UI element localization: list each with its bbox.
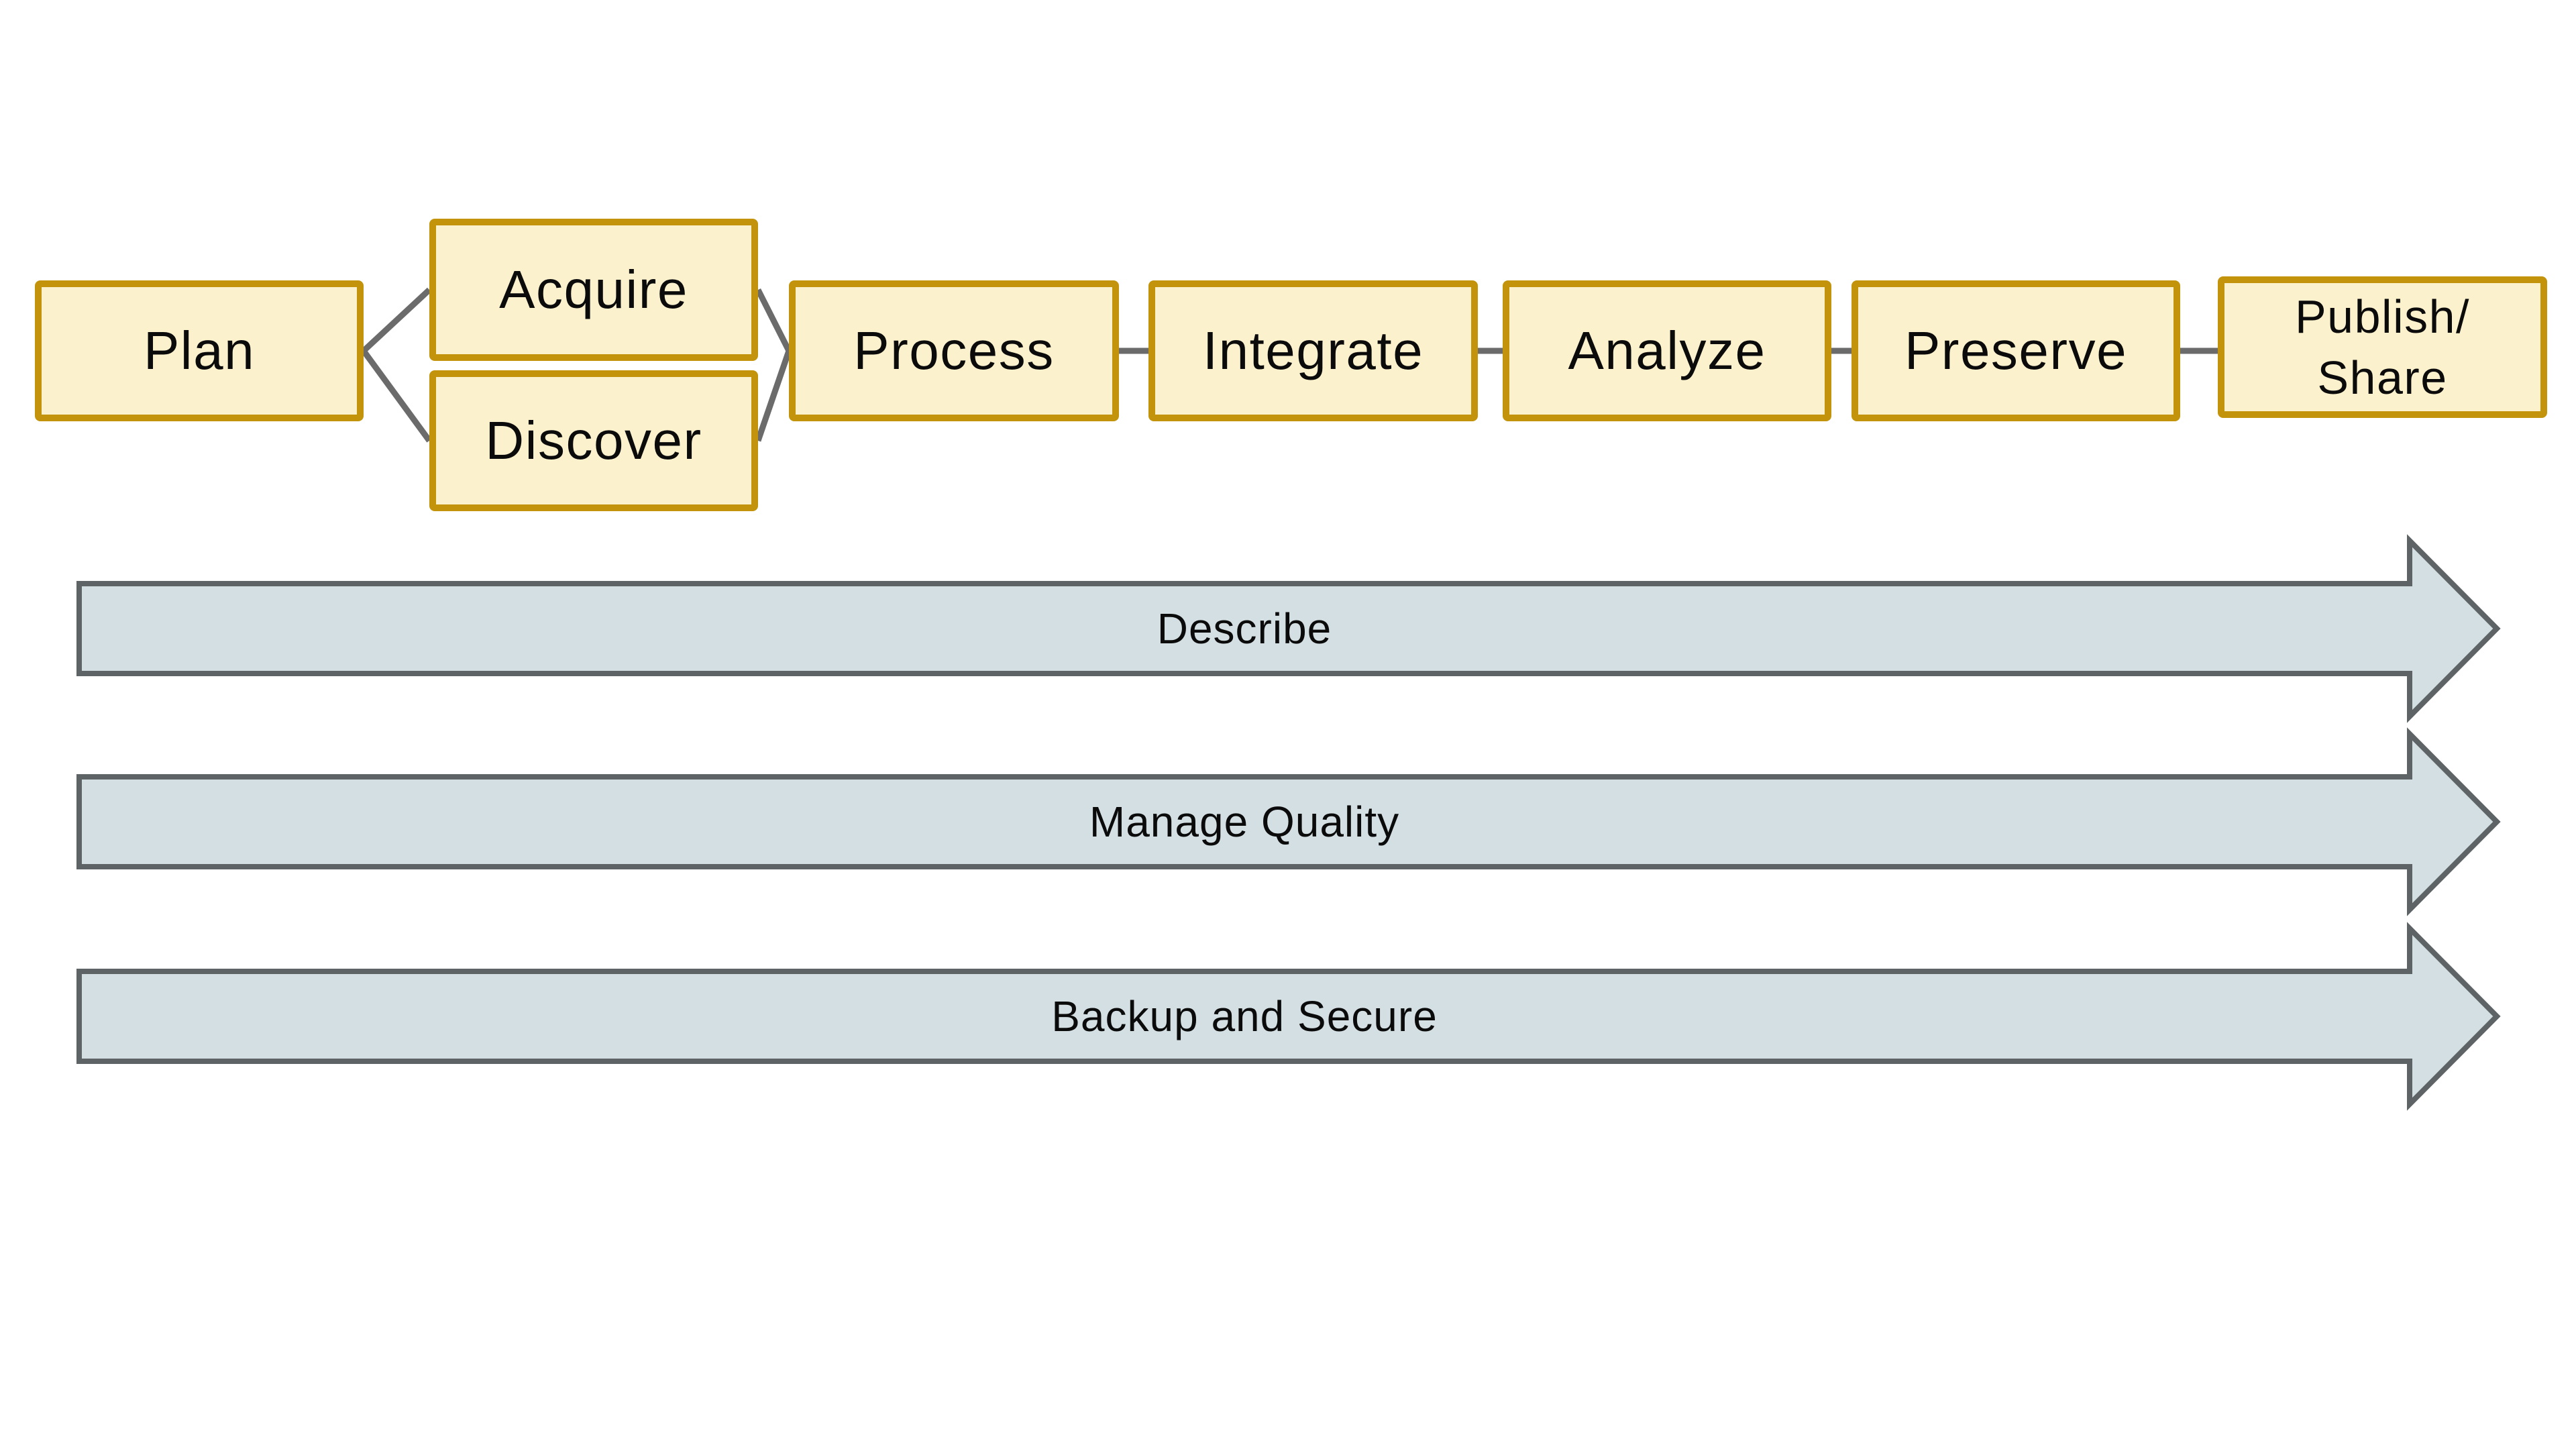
stage-box-preserve: Preserve xyxy=(1851,280,2180,421)
stage-box-analyze: Analyze xyxy=(1503,280,1831,421)
stage-box-publish-share: Publish/ Share xyxy=(2218,276,2547,418)
stage-label-process: Process xyxy=(853,321,1055,380)
stage-box-plan: Plan xyxy=(35,280,364,421)
connector-plan-acquire xyxy=(361,287,432,354)
backup-and-secure-arrow-shape xyxy=(76,922,2501,1111)
stage-label-discover: Discover xyxy=(485,411,702,470)
stage-box-discover: Discover xyxy=(429,370,758,511)
connector-discover-process xyxy=(755,350,792,442)
stage-label-integrate: Integrate xyxy=(1202,321,1424,380)
manage-quality-arrow-shape xyxy=(76,727,2501,916)
stage-label-plan: Plan xyxy=(143,321,256,380)
connector-plan-discover xyxy=(361,349,432,443)
stage-label-share: Share xyxy=(2317,351,2448,404)
stage-label-analyze: Analyze xyxy=(1568,321,1766,380)
stage-label-publish: Publish/ xyxy=(2294,290,2471,343)
stage-box-integrate: Integrate xyxy=(1148,280,1478,421)
stage-label-acquire: Acquire xyxy=(499,260,688,319)
connector-acquire-process xyxy=(755,288,792,353)
stage-box-acquire: Acquire xyxy=(429,219,758,361)
stage-box-process: Process xyxy=(789,280,1119,421)
stage-label-preserve: Preserve xyxy=(1904,321,2128,380)
describe-arrow-shape xyxy=(76,534,2501,723)
